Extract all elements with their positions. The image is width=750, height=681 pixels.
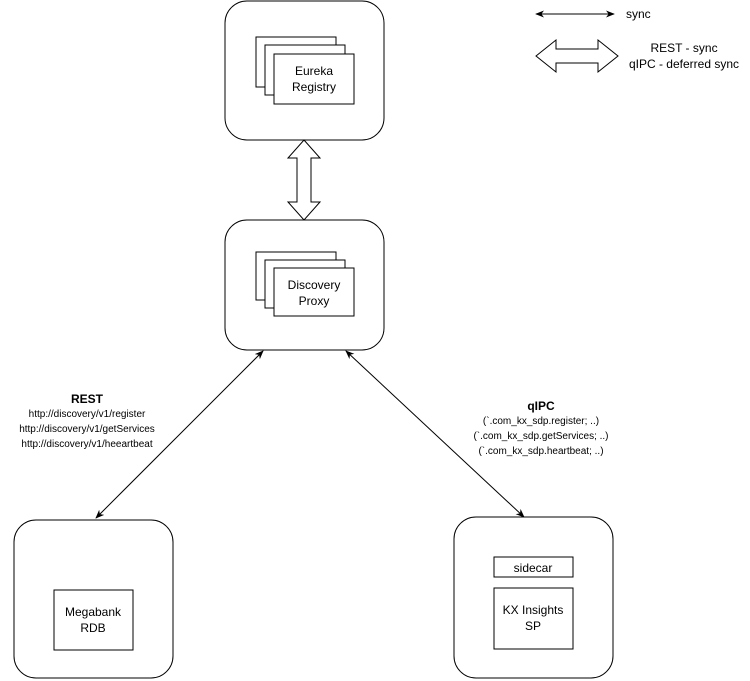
kx-insights-sp-box[interactable]: KX Insights SP — [493, 587, 574, 650]
eureka-proxy-hollow-arrow — [286, 139, 322, 221]
legend-rest-label: REST - sync — [650, 41, 717, 55]
megabank-label-line1: Megabank — [65, 605, 122, 619]
eureka-label-line2: Registry — [292, 80, 336, 94]
rest-title: REST — [71, 392, 104, 406]
qipc-call: (`.com_kx_sdp.register; ..) — [483, 415, 599, 427]
legend-sync-label: sync — [626, 7, 651, 21]
qipc-call: (`.com_kx_sdp.heartbeat; ..) — [478, 445, 603, 457]
legend: sync REST - sync qIPC - deferred sync — [535, 7, 739, 74]
discovery-proxy-container: Discovery Proxy — [224, 219, 385, 351]
sidecar-label: sidecar — [514, 561, 553, 575]
qipc-title: qIPC — [527, 399, 555, 413]
proxy-label-line1: Discovery — [288, 278, 341, 292]
discovery-proxy-stack[interactable]: Discovery Proxy — [255, 251, 355, 317]
legend-qipc-label: qIPC - deferred sync — [629, 57, 739, 71]
rest-endpoint: http://discovery/v1/register — [29, 409, 146, 420]
qipc-connector-arrow — [345, 350, 525, 518]
rest-endpoint: http://discovery/v1/heeartbeat — [21, 439, 152, 450]
megabank-rdb-box[interactable]: Megabank RDB — [53, 589, 134, 651]
kx-label-line2: SP — [525, 619, 541, 633]
kx-insights-container: sidecar KX Insights SP — [453, 516, 614, 679]
megabank-container: Megabank RDB — [13, 519, 174, 679]
eureka-label-line1: Eureka — [295, 64, 333, 78]
qipc-call: (`.com_kx_sdp.getServices; ..) — [473, 430, 608, 442]
rest-endpoint: http://discovery/v1/getServices — [19, 424, 155, 435]
eureka-registry-stack[interactable]: Eureka Registry — [255, 36, 355, 105]
legend-rest-qipc-arrow — [535, 38, 619, 74]
rest-connector-arrow — [95, 350, 264, 519]
proxy-label-line2: Proxy — [299, 294, 330, 308]
eureka-container: Eureka Registry — [224, 0, 385, 141]
kx-label-line1: KX Insights — [503, 603, 564, 617]
megabank-label-line2: RDB — [80, 621, 105, 635]
qipc-annotation: qIPC (`.com_kx_sdp.register; ..) (`.com_… — [473, 399, 608, 457]
rest-annotation: REST http://discovery/v1/register http:/… — [19, 392, 155, 450]
sidecar-box[interactable]: sidecar — [493, 556, 574, 578]
